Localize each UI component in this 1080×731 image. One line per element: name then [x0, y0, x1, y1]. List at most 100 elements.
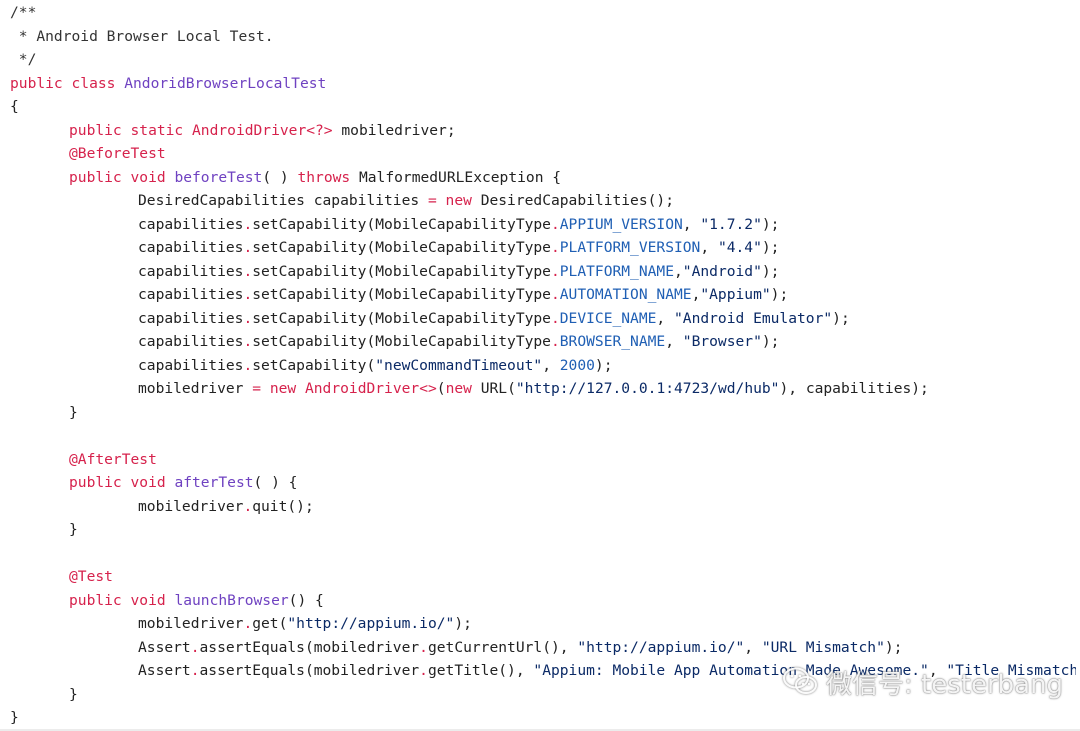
code-method: launchBrowser — [174, 591, 289, 609]
code-constant: PLATFORM_NAME — [559, 262, 674, 280]
code-operator: . — [550, 262, 560, 280]
code-constant: PLATFORM_VERSION — [559, 239, 701, 256]
divider — [0, 729, 1080, 731]
code-operator: . — [550, 309, 560, 327]
code-keyword: public void — [69, 168, 175, 186]
code-keyword: public static — [69, 121, 193, 139]
code-text: DesiredCapabilities(); — [471, 192, 674, 209]
code-line: DesiredCapabilities capabilities = new D… — [10, 189, 1076, 213]
code-string: "http://appium.io/" — [577, 638, 745, 656]
code-text: ( ) { — [253, 474, 298, 491]
code-string: "newCommandTimeout" — [375, 356, 543, 374]
code-comment: */ — [10, 51, 37, 68]
code-operator: . — [419, 662, 428, 679]
code-text: , — [928, 662, 947, 679]
code-text: capabilities — [138, 309, 244, 327]
code-text: ); — [594, 356, 613, 374]
code-line: */ — [10, 48, 1076, 72]
code-text: , — [656, 309, 674, 327]
code-text: assertEquals(mobiledriver — [199, 662, 420, 679]
code-string: "Browser" — [682, 333, 762, 350]
code-keyword: public void — [69, 591, 175, 609]
code-text: } — [10, 709, 19, 726]
code-text: , — [691, 286, 701, 303]
code-line: public class AndoridBrowserLocalTest — [10, 72, 1076, 96]
code-operator: . — [419, 638, 428, 656]
code-line: capabilities.setCapability("newCommandTi… — [10, 354, 1076, 378]
code-line: } — [10, 401, 1076, 425]
code-text: ( — [436, 380, 446, 397]
code-line: } — [10, 518, 1076, 542]
code-text: capabilities — [138, 286, 244, 303]
code-text: capabilities — [138, 239, 244, 256]
code-operator: . — [243, 497, 253, 515]
code-text: () { — [288, 591, 324, 609]
code-operator: . — [243, 262, 253, 280]
code-text: MalformedURLException { — [350, 168, 562, 186]
code-text: Assert — [138, 638, 191, 656]
code-text: setCapability(MobileCapabilityType — [252, 309, 551, 327]
code-text: , — [682, 215, 701, 233]
code-text: capabilities — [138, 215, 244, 233]
code-text: setCapability(MobileCapabilityType — [252, 262, 551, 280]
code-operator: . — [550, 333, 560, 350]
code-string: "4.4" — [717, 239, 762, 256]
code-string: "Android Emulator" — [674, 309, 833, 327]
code-text: ); — [761, 333, 780, 350]
code-method: AndoridBrowserLocalTest — [124, 74, 327, 92]
code-type: AndroidDriver<> — [296, 380, 437, 397]
code-line: capabilities.setCapability(MobileCapabil… — [10, 330, 1076, 354]
code-text: DesiredCapabilities capabilities — [138, 192, 428, 209]
code-keyword: @Test — [69, 568, 113, 585]
code-text: , — [665, 333, 683, 350]
code-line: mobiledriver.get("http://appium.io/"); — [10, 612, 1076, 636]
code-text: } — [69, 403, 78, 421]
code-text: ); — [761, 215, 780, 233]
code-line: * Android Browser Local Test. — [10, 25, 1076, 49]
code-line: @BeforeTest — [10, 142, 1076, 166]
code-constant: AUTOMATION_NAME — [559, 286, 692, 303]
code-line: Assert.assertEquals(mobiledriver.getCurr… — [10, 636, 1076, 660]
code-operator: . — [243, 356, 253, 374]
code-text: } — [69, 521, 78, 538]
code-text: quit(); — [252, 497, 314, 515]
code-text: get( — [252, 615, 288, 632]
code-text: ); — [454, 615, 472, 632]
code-text: ); — [761, 239, 780, 256]
code-text: setCapability(MobileCapabilityType — [252, 286, 551, 303]
code-line: } — [10, 683, 1076, 707]
code-text: ( ) — [262, 168, 298, 186]
code-operator: . — [243, 309, 253, 327]
code-operator: = — [427, 192, 437, 209]
code-text: URL( — [471, 380, 516, 397]
code-line: @AfterTest — [10, 448, 1076, 472]
code-keyword: public class — [10, 74, 125, 92]
code-operator: . — [190, 662, 200, 679]
code-line: mobiledriver.quit(); — [10, 495, 1076, 519]
code-string: "Appium" — [700, 286, 771, 303]
code-text: setCapability( — [252, 356, 376, 374]
code-string: "http://127.0.0.1:4723/wd/hub" — [515, 380, 780, 397]
code-operator: . — [243, 215, 253, 233]
code-operator: . — [243, 615, 253, 632]
code-line: capabilities.setCapability(MobileCapabil… — [10, 213, 1076, 237]
code-keyword: throws — [297, 168, 351, 186]
code-line: capabilities.setCapability(MobileCapabil… — [10, 307, 1076, 331]
code-text: capabilities — [138, 333, 244, 350]
code-text: ); — [884, 638, 903, 656]
code-line: public void launchBrowser() { — [10, 589, 1076, 613]
code-line: mobiledriver = new AndroidDriver<>(new U… — [10, 377, 1076, 401]
code-text: capabilities — [138, 262, 244, 280]
code-constant: DEVICE_NAME — [559, 309, 657, 327]
code-line: public void beforeTest( ) throws Malform… — [10, 166, 1076, 190]
code-text: , — [674, 262, 683, 280]
code-string: "URL Mismatch" — [761, 638, 885, 656]
code-keyword: @BeforeTest — [69, 145, 166, 162]
code-operator: . — [243, 239, 253, 256]
code-operator: . — [550, 239, 560, 256]
code-text: , — [700, 239, 718, 256]
code-text: } — [69, 685, 78, 703]
code-text: mobiledriver; — [332, 121, 456, 139]
code-operator: . — [550, 286, 560, 303]
code-string: "http://appium.io/" — [287, 615, 455, 632]
